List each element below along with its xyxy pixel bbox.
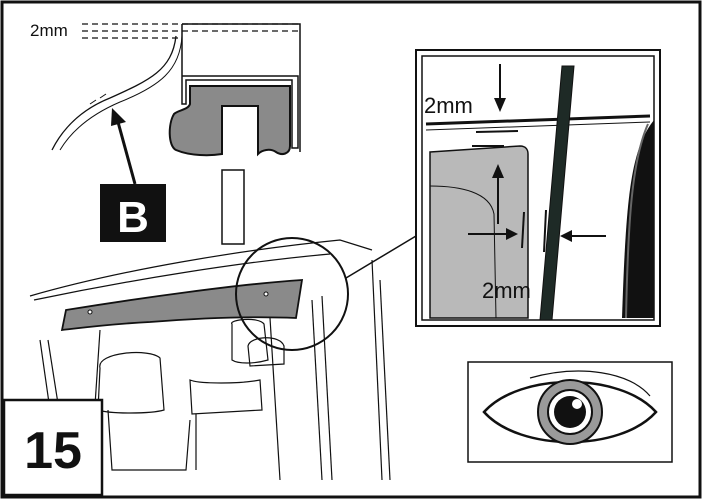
step-number: 15 xyxy=(24,422,82,480)
arrow-to-profile xyxy=(111,108,137,185)
step-number-box: 15 xyxy=(2,398,104,497)
eye-inspect-icon xyxy=(467,361,673,463)
clearance-label-top: 2mm xyxy=(30,21,68,40)
deflector-mounted xyxy=(60,279,304,332)
detail-label-top: 2mm xyxy=(424,93,473,118)
detail-view xyxy=(415,49,661,327)
connector-bar xyxy=(221,169,245,245)
profile-section xyxy=(51,23,301,157)
detail-label-side: 2mm xyxy=(482,278,531,303)
label-b-badge: B xyxy=(100,184,166,242)
magnifier-leader xyxy=(345,235,417,279)
magnifier-circle xyxy=(235,237,349,351)
deflector-profile xyxy=(168,85,291,157)
svg-text:B: B xyxy=(117,193,149,242)
